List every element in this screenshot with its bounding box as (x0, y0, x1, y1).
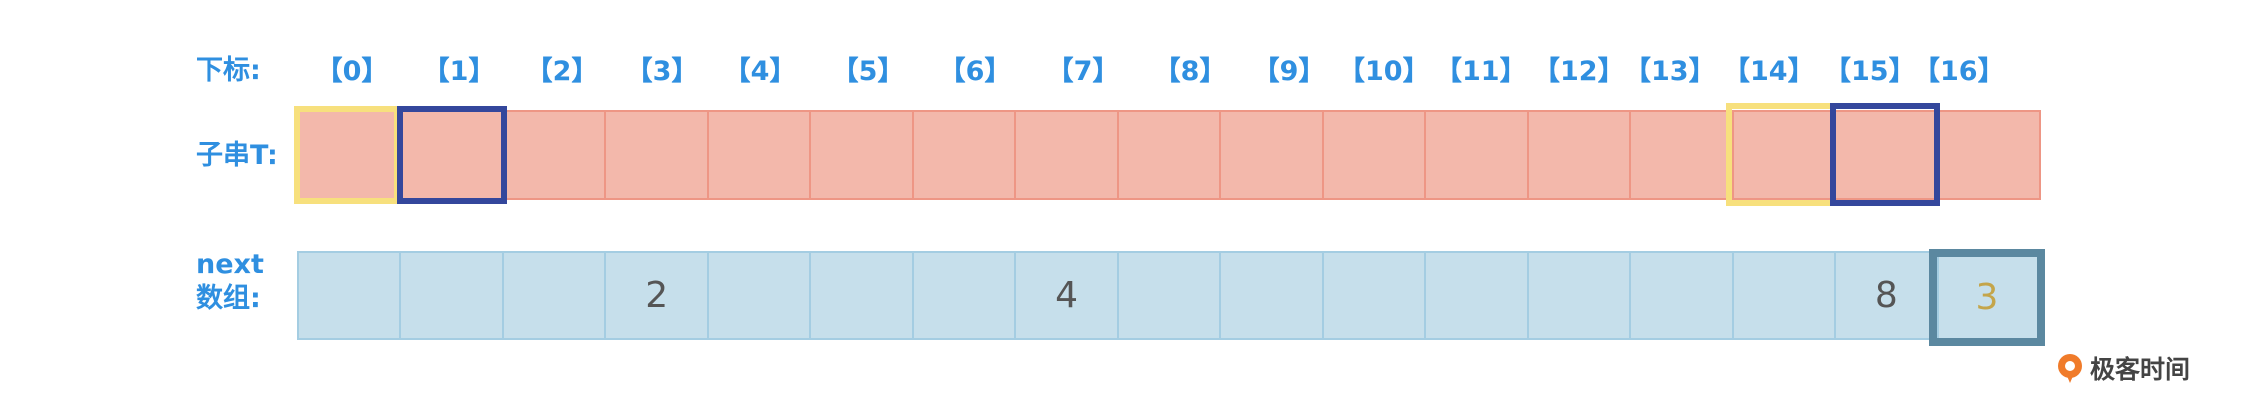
next-value-7: 4 (1055, 275, 1078, 316)
next-cell-12 (1526, 251, 1632, 340)
index-label-4: 【4】 (723, 56, 797, 87)
index-row-label: 下标: (196, 55, 261, 86)
next-value-3: 2 (645, 275, 669, 316)
next-label-line1: next (196, 249, 264, 280)
next-cell-3: 2 (604, 251, 709, 340)
index-label-5: 【5】 (831, 56, 905, 87)
index-label-8: 【8】 (1153, 56, 1227, 87)
next-cell-13 (1629, 251, 1734, 340)
next-cell-14 (1731, 251, 1837, 340)
substring-cell-3 (604, 110, 709, 200)
substring-cell-4 (706, 110, 812, 200)
substring-cell-2 (501, 110, 607, 200)
index-label-7: 【7】 (1046, 56, 1120, 87)
index-label-13: 【13】 (1624, 56, 1716, 87)
next-cell-10 (1321, 251, 1427, 340)
next-cell-1 (399, 251, 504, 340)
substring-cell-5 (809, 110, 914, 200)
substring-cell-1 (399, 110, 504, 200)
index-label-1: 【1】 (422, 56, 496, 87)
substring-cell-14 (1731, 110, 1837, 200)
index-label-11: 【11】 (1435, 56, 1527, 87)
substring-row-label: 子串T: (196, 140, 278, 171)
index-label-15: 【15】 (1824, 56, 1916, 87)
substring-cell-7 (1014, 110, 1119, 200)
next-cell-8 (1116, 251, 1222, 340)
substring-cell-11 (1424, 110, 1529, 200)
next-row-label: next 数组: (196, 248, 264, 316)
substring-cells-row (297, 110, 2041, 200)
geekbang-logo-text: 极客时间 (2090, 355, 2191, 384)
substring-cell-13 (1629, 110, 1734, 200)
substring-cell-6 (911, 110, 1017, 200)
substring-cell-12 (1526, 110, 1632, 200)
substring-cell-10 (1321, 110, 1427, 200)
next-cell-4 (706, 251, 812, 340)
index-label-10: 【10】 (1338, 56, 1430, 87)
index-label-0: 【0】 (315, 56, 389, 87)
index-label-6: 【6】 (938, 56, 1012, 87)
index-label-9: 【9】 (1252, 56, 1326, 87)
substring-cell-0 (297, 110, 402, 200)
next-cell-11 (1424, 251, 1529, 340)
geekbang-logo-icon (2058, 354, 2082, 383)
substring-cell-8 (1116, 110, 1222, 200)
substring-cell-16 (1936, 110, 2041, 200)
next-cell-2 (501, 251, 607, 340)
next-cell-0 (297, 251, 402, 340)
index-label-14: 【14】 (1723, 56, 1815, 87)
geekbang-logo: 极客时间 (2054, 350, 2190, 386)
index-label-12: 【12】 (1533, 56, 1625, 87)
next-cell-6 (911, 251, 1017, 340)
next-cells-row: 2 4 8 (297, 251, 2041, 340)
index-label-2: 【2】 (525, 56, 599, 87)
index-label-16: 【16】 (1913, 56, 2005, 87)
substring-cell-15 (1834, 110, 1939, 200)
next-cell-5 (809, 251, 914, 340)
next-cell-16 (1936, 251, 2041, 340)
next-label-line2: 数组: (196, 283, 261, 314)
next-cell-15: 8 (1834, 251, 1939, 340)
next-cell-7: 4 (1014, 251, 1119, 340)
index-label-3: 【3】 (625, 56, 699, 87)
substring-cell-9 (1219, 110, 1324, 200)
next-cell-9 (1219, 251, 1324, 340)
next-value-15: 8 (1874, 275, 1898, 316)
